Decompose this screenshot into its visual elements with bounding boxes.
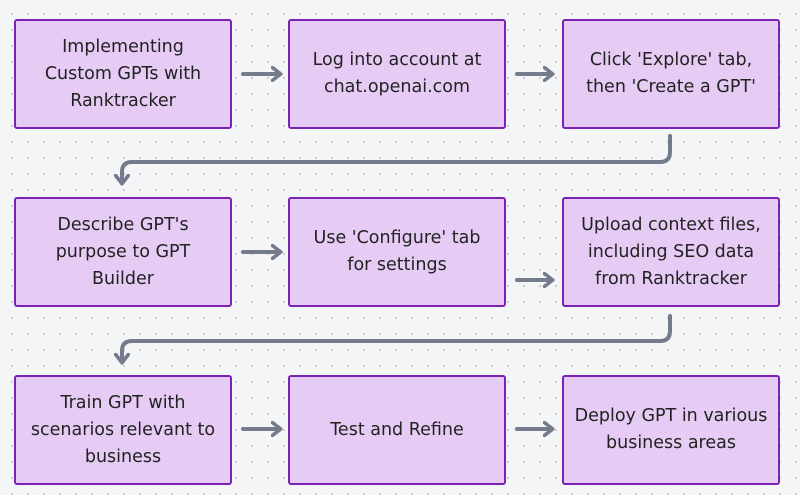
node-use-configure-tab: Use 'Configure' tab for settings <box>288 197 506 307</box>
node-label: Describe GPT's purpose to GPT Builder <box>55 214 191 289</box>
node-test-and-refine: Test and Refine <box>288 375 506 485</box>
node-upload-context-files: Upload context files, including SEO data… <box>562 197 780 307</box>
node-describe-gpt-purpose: Describe GPT's purpose to GPT Builder <box>14 197 232 307</box>
node-label: Deploy GPT in various business areas <box>574 406 768 453</box>
node-train-gpt: Train GPT with scenarios relevant to bus… <box>14 375 232 485</box>
arrow-6-to-7 <box>122 314 672 362</box>
node-label: Log into account at chat.openai.com <box>312 50 482 97</box>
node-deploy-gpt: Deploy GPT in various business areas <box>562 375 780 485</box>
node-label: Implementing Custom GPTs with Ranktracke… <box>44 36 202 111</box>
node-click-explore-tab: Click 'Explore' tab, then 'Create a GPT' <box>562 19 780 129</box>
arrow-3-to-4 <box>122 134 672 183</box>
node-label: Train GPT with scenarios relevant to bus… <box>30 392 216 467</box>
node-label: Use 'Configure' tab for settings <box>313 228 481 275</box>
node-label: Upload context files, including SEO data… <box>581 214 761 289</box>
node-implementing-custom-gpts: Implementing Custom GPTs with Ranktracke… <box>14 19 232 129</box>
node-log-into-account: Log into account at chat.openai.com <box>288 19 506 129</box>
node-label: Click 'Explore' tab, then 'Create a GPT' <box>586 50 756 97</box>
node-label: Test and Refine <box>330 419 464 440</box>
